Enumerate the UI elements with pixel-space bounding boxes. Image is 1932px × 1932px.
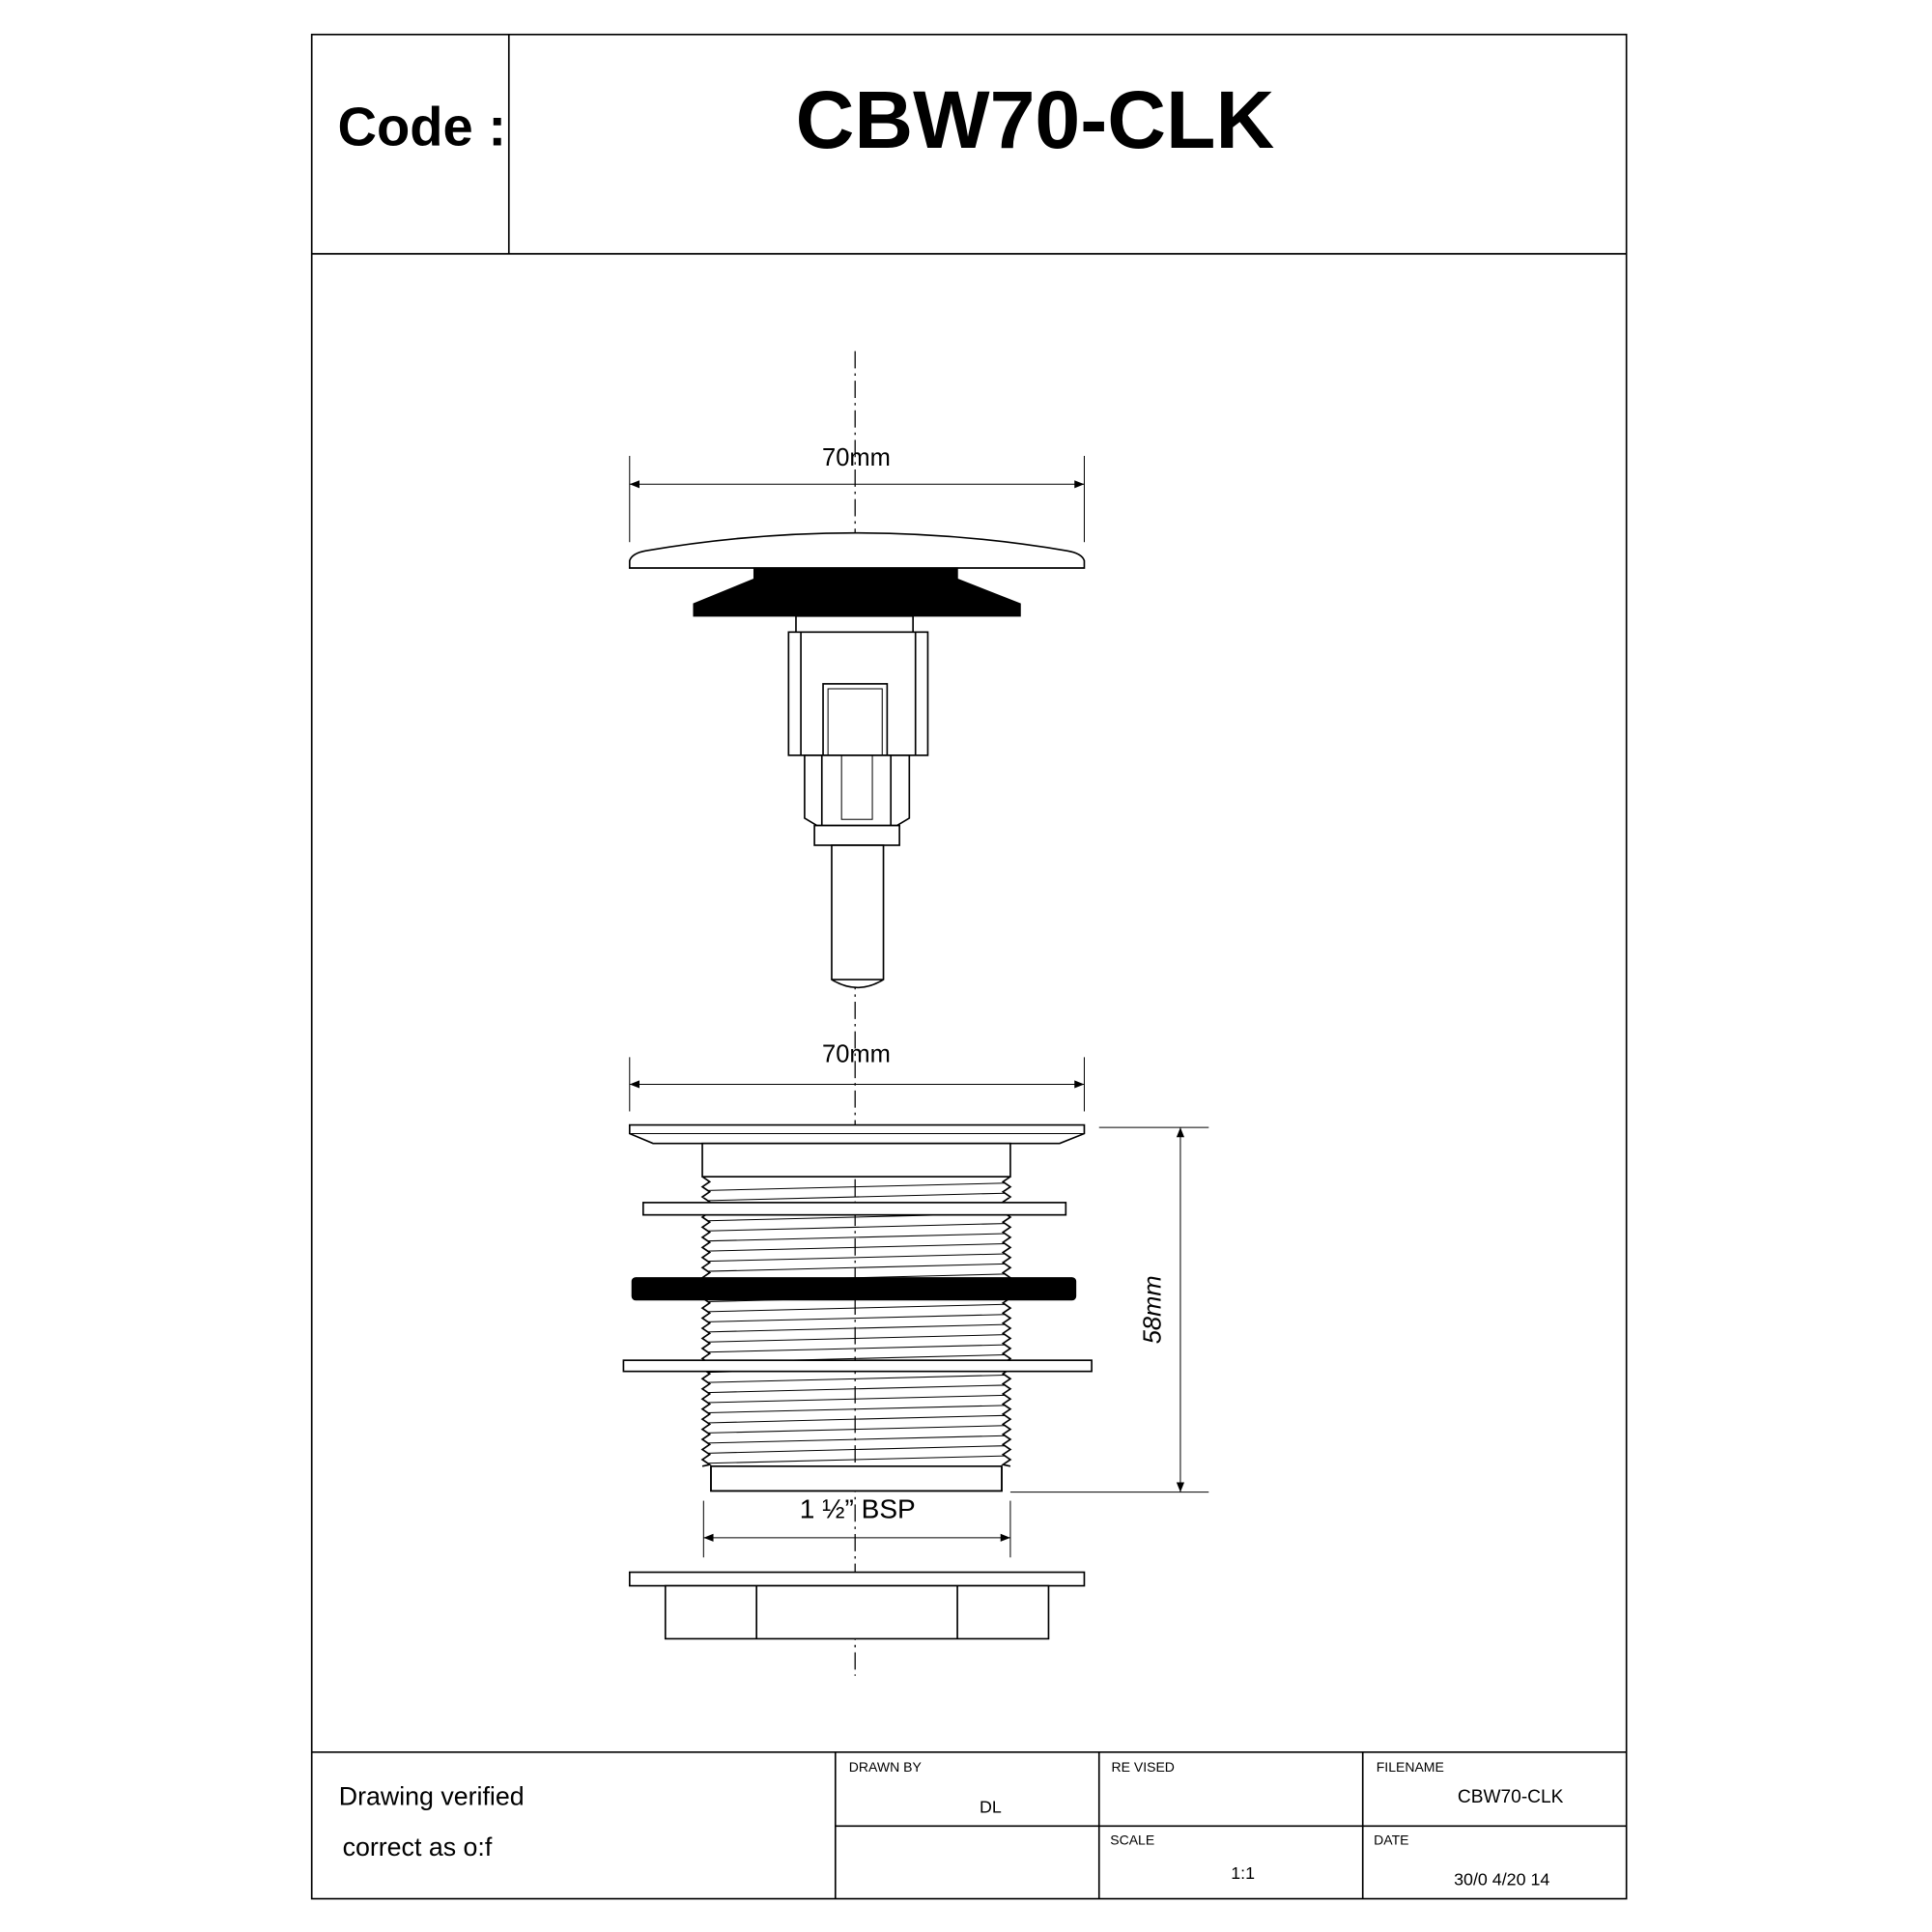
scale-value: 1:1: [1231, 1863, 1255, 1883]
drawn-by-label: DRAWN BY: [849, 1759, 923, 1775]
filename-value: CBW70-CLK: [1458, 1787, 1564, 1807]
revised-label: RE VISED: [1112, 1759, 1175, 1775]
waste-flange: [628, 1123, 1086, 1145]
thread-line: [707, 1394, 1006, 1404]
code-label: Code :: [337, 97, 506, 157]
rubber-washer: [631, 1277, 1077, 1301]
thread-line: [707, 1182, 1006, 1191]
washer-upper: [641, 1202, 1067, 1216]
date-value: 30/0 4/20 14: [1454, 1870, 1549, 1889]
thread-edge: [700, 1176, 712, 1467]
thread-line: [707, 1314, 1006, 1322]
thread-line: [707, 1435, 1006, 1444]
height-label: 58mm: [1140, 1275, 1167, 1344]
verified-line-1: Drawing verified: [339, 1782, 525, 1811]
backnut: [664, 1584, 1050, 1640]
product-code: CBW70-CLK: [796, 74, 1275, 165]
thread-line: [707, 1344, 1006, 1353]
thread-edge: [1001, 1176, 1012, 1467]
plug-seal: [693, 567, 1021, 617]
thread-line: [707, 1192, 1006, 1202]
washer-lower: [622, 1359, 1093, 1373]
thread-line: [707, 1233, 1006, 1242]
thread-line: [707, 1223, 1006, 1232]
thread-line: [707, 1323, 1006, 1333]
thread-line: [707, 1303, 1006, 1313]
thread-line: [707, 1405, 1006, 1414]
thread-line: [707, 1374, 1006, 1383]
thread-line: [707, 1455, 1006, 1464]
thread-line: [707, 1253, 1006, 1263]
waste-width-label: 70mm: [822, 1040, 891, 1067]
thread-line: [707, 1425, 1006, 1434]
drawn-by-value: DL: [980, 1797, 1002, 1816]
plug-cap: [628, 531, 1086, 569]
date-label: DATE: [1374, 1832, 1408, 1847]
scale-label: SCALE: [1110, 1832, 1154, 1847]
thread-line: [707, 1445, 1006, 1454]
thread-line: [707, 1242, 1006, 1252]
thread-line: [707, 1414, 1006, 1424]
thread-line: [707, 1334, 1006, 1343]
waste-body: 70mm 58mm 1 ½” BSP: [622, 1040, 1209, 1640]
backnut-washer: [628, 1571, 1086, 1587]
click-clack-plug: 70mm: [628, 444, 1086, 989]
thread-line: [707, 1384, 1006, 1394]
plug-width-label: 70mm: [822, 444, 891, 471]
title-block: Drawing verified correct as o:f DRAWN BY…: [339, 1759, 1564, 1889]
verified-line-2: correct as o:f: [343, 1833, 493, 1861]
thread-size-label: 1 ½” BSP: [800, 1493, 916, 1523]
drawing-frame: [310, 33, 1628, 1900]
thread-line: [707, 1263, 1006, 1272]
filename-label: FILENAME: [1377, 1759, 1444, 1775]
thread-section: [700, 1176, 1012, 1467]
